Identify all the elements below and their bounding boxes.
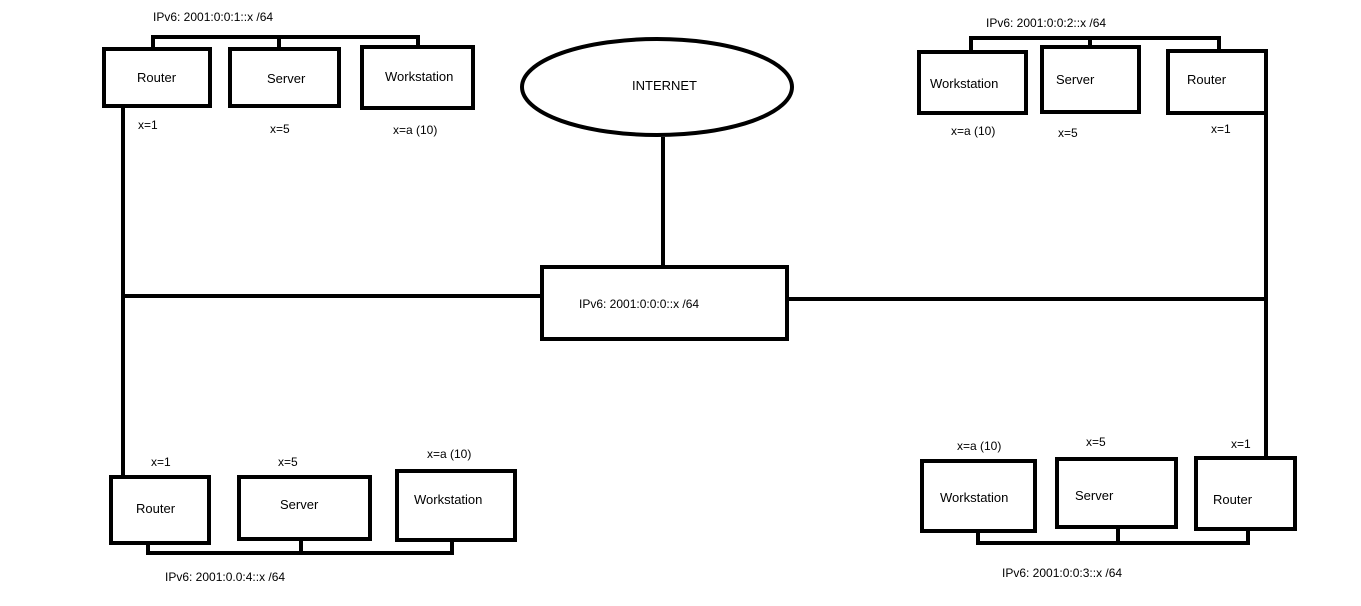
tr-workstation-addr: x=a (10) bbox=[951, 124, 996, 138]
br-lan-bus bbox=[976, 529, 1250, 545]
tr-router-addr: x=1 bbox=[1211, 122, 1231, 136]
tl-workstation-addr: x=a (10) bbox=[393, 123, 438, 137]
tr-workstation-label: Workstation bbox=[930, 76, 999, 91]
br-router-box bbox=[1194, 456, 1297, 531]
core-network-label: IPv6: 2001:0:0:0::x /64 bbox=[579, 297, 700, 311]
tl-server-addr: x=5 bbox=[270, 122, 290, 136]
tl-router-addr: x=1 bbox=[138, 118, 158, 132]
tr-server-label: Server bbox=[1056, 72, 1095, 87]
br-server-label: Server bbox=[1075, 488, 1114, 503]
bl-router-addr: x=1 bbox=[151, 455, 171, 469]
br-router-addr: x=1 bbox=[1231, 437, 1251, 451]
tr-network-label: IPv6: 2001:0:0:2::x /64 bbox=[986, 16, 1107, 30]
tl-router-label: Router bbox=[137, 70, 177, 85]
br-workstation-addr: x=a (10) bbox=[957, 439, 1002, 453]
bl-workstation-label: Workstation bbox=[414, 492, 483, 507]
bl-server-label: Server bbox=[280, 497, 319, 512]
tr-server-addr: x=5 bbox=[1058, 126, 1078, 140]
tl-server-label: Server bbox=[267, 71, 306, 86]
internet-label: INTERNET bbox=[632, 78, 697, 93]
tl-network-label: IPv6: 2001:0:0:1::x /64 bbox=[153, 10, 274, 24]
br-workstation-label: Workstation bbox=[940, 490, 1009, 505]
bl-router-box bbox=[109, 475, 211, 545]
tl-server-box bbox=[228, 47, 341, 108]
br-server-addr: x=5 bbox=[1086, 435, 1106, 449]
internet-cloud bbox=[520, 37, 794, 137]
tr-lan-bus bbox=[969, 36, 1221, 52]
core-network-box bbox=[540, 265, 789, 341]
bl-router-label: Router bbox=[136, 501, 176, 516]
tl-lan-bus bbox=[151, 35, 420, 49]
bl-workstation-box bbox=[395, 469, 517, 542]
bl-network-label: IPv6: 2001:0.0:4::x /64 bbox=[165, 570, 286, 584]
tl-workstation-label: Workstation bbox=[385, 69, 454, 84]
bl-server-addr: x=5 bbox=[278, 455, 298, 469]
tl-router-box bbox=[102, 47, 212, 108]
tr-router-label: Router bbox=[1187, 72, 1227, 87]
bl-server-box bbox=[237, 475, 372, 541]
br-router-label: Router bbox=[1213, 492, 1253, 507]
bl-workstation-addr: x=a (10) bbox=[427, 447, 472, 461]
br-network-label: IPv6: 2001:0:0:3::x /64 bbox=[1002, 566, 1123, 580]
